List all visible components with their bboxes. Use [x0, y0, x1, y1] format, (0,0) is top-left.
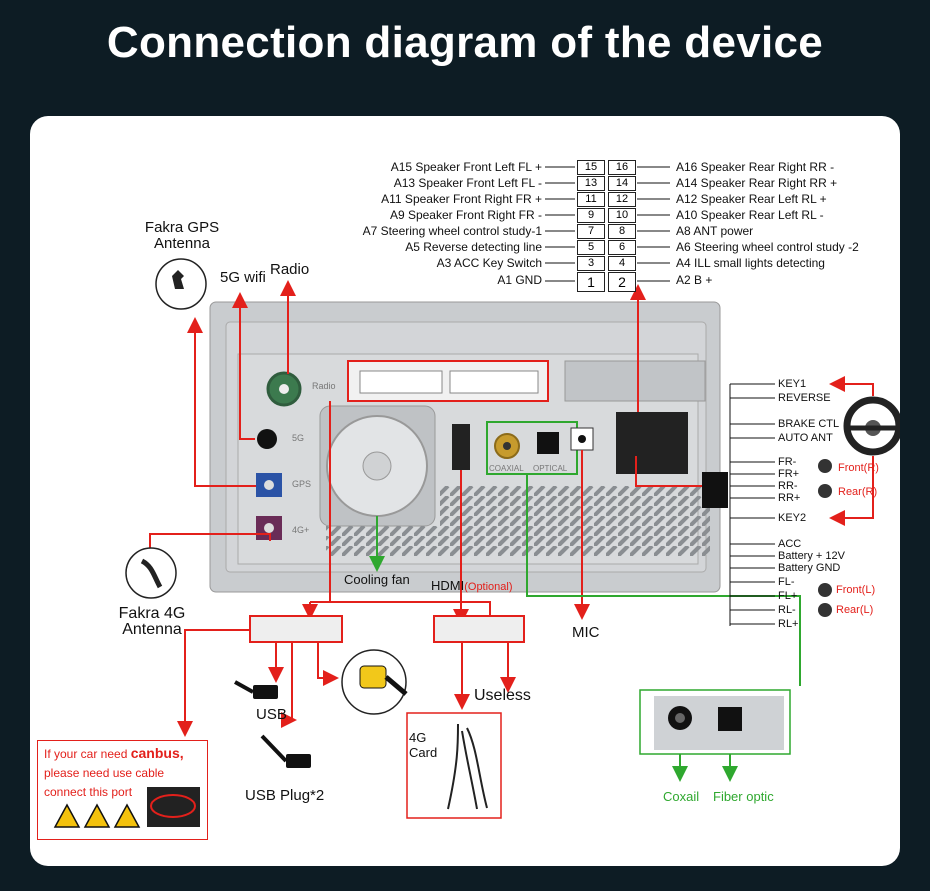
radio-label: Radio — [270, 261, 310, 278]
panel-4g-text: 4G+ — [292, 525, 310, 535]
wire-battery: Battery + 12V — [778, 550, 845, 562]
pin-label-a16: A16 Speaker Rear Right RR - — [676, 160, 835, 174]
wire-rl-minus: RL- — [778, 604, 796, 616]
cooling-fan-label: Cooling fan — [344, 572, 410, 587]
panel-5g-text: 5G — [292, 433, 305, 443]
fakra-4g-label: Fakra 4G Antenna — [118, 605, 186, 638]
hdmi-text: HDMI — [431, 578, 465, 593]
wire-battery-gnd: Battery GND — [778, 562, 841, 574]
pin-5: 5 — [577, 240, 605, 255]
wire-key1: KEY1 — [778, 378, 807, 390]
fakra-gps-label: Fakra GPS Antenna — [144, 219, 220, 252]
pin-label-a13: A13 Speaker Front Left FL - — [393, 176, 542, 190]
panel-radio-text: Radio — [312, 381, 336, 391]
fiber-optic-label: Fiber optic — [713, 789, 774, 804]
pin-10: 10 — [608, 208, 636, 223]
pin-label-a14: A14 Speaker Rear Right RR + — [676, 176, 838, 190]
note-line1-b: canbus, — [130, 745, 184, 761]
pin-label-a1: A1 GND — [497, 273, 542, 287]
wire-rl-plus: RL+ — [778, 618, 799, 630]
usb-label: USB — [256, 706, 287, 723]
note-line1-a: If your car need — [44, 747, 131, 761]
pin-label-a5: A5 Reverse detecting line — [405, 240, 542, 254]
wire-brake: BRAKE CTL — [778, 418, 840, 430]
diagram-drawing — [53, 166, 900, 828]
pin-label-a11: A11 Speaker Front Right FR + — [381, 192, 542, 206]
wifi-5g-label: 5G wifi — [220, 269, 266, 286]
usb-plug-label: USB Plug*2 — [245, 787, 325, 804]
wire-acc: ACC — [778, 538, 802, 550]
pin-label-a12: A12 Speaker Rear Left RL + — [676, 192, 827, 206]
useless-label: Useless — [474, 687, 531, 704]
wire-auto-ant: AUTO ANT — [778, 432, 833, 444]
device-chassis — [209, 301, 728, 593]
canbus-note: If your car need canbus, please need use… — [37, 740, 208, 840]
pin-label-a2: A2 B + — [676, 273, 713, 287]
pin-14: 14 — [608, 176, 636, 191]
wire-fr-minus: FR- — [778, 456, 797, 468]
pin-label-a15: A15 Speaker Front Left FL + — [390, 160, 542, 174]
wire-fl-minus: FL- — [778, 576, 795, 588]
panel-gps-text: GPS — [292, 479, 312, 489]
pin-8: 8 — [608, 224, 636, 239]
pin-2: 2 — [608, 272, 636, 292]
panel-optical-text: OPTICAL — [533, 464, 568, 473]
pin-16: 16 — [608, 160, 636, 175]
wire-key2: KEY2 — [778, 512, 807, 524]
pin-label-a6: A6 Steering wheel control study -2 — [676, 240, 859, 254]
diagram-card: 15 13 11 9 7 5 3 1 16 14 12 10 8 6 4 2 A… — [30, 116, 900, 866]
pin-13: 13 — [577, 176, 605, 191]
pin-3: 3 — [577, 256, 605, 271]
wire-fr-plus: FR+ — [778, 468, 800, 480]
pin-1: 1 — [577, 272, 605, 292]
wire-rr-plus: RR+ — [778, 492, 801, 504]
pin-label-a4: A4 ILL small lights detecting — [676, 256, 825, 270]
pin-15: 15 — [577, 160, 605, 175]
speaker-front-r-label: Front(R) — [838, 462, 879, 474]
pin-6: 6 — [608, 240, 636, 255]
pin-label-a8: A8 ANT power — [676, 224, 754, 238]
wire-fl-plus: FL+ — [778, 590, 798, 602]
pin-4: 4 — [608, 256, 636, 271]
wire-rr-minus: RR- — [778, 480, 798, 492]
hdmi-optional-text: (Optional) — [464, 581, 513, 593]
pin-label-a7: A7 Steering wheel control study-1 — [362, 224, 542, 238]
pin-label-a9: A9 Speaker Front Right FR - — [389, 208, 542, 222]
mic-label: MIC — [572, 624, 600, 641]
pin-7: 7 — [577, 224, 605, 239]
wire-reverse: REVERSE — [778, 392, 831, 404]
pin-11: 11 — [577, 192, 605, 207]
note-line1: If your car need canbus, — [44, 745, 207, 761]
speaker-rear-r-label: Rear(R) — [838, 486, 878, 498]
pin-label-a10: A10 Speaker Rear Left RL - — [676, 208, 824, 222]
hdmi-label: HDMI(Optional) — [431, 579, 513, 594]
steering-wheel-drawing — [843, 396, 900, 456]
speaker-front-l-label: Front(L) — [836, 584, 876, 596]
note-line3: connect this port — [44, 785, 133, 799]
card-4g-label: 4G Card — [409, 730, 438, 760]
pin-9: 9 — [577, 208, 605, 223]
panel-coaxial-text: COAXIAL — [489, 464, 524, 473]
page-title: Connection diagram of the device — [106, 18, 824, 67]
speaker-rear-l-label: Rear(L) — [836, 604, 874, 616]
pin-label-a3: A3 ACC Key Switch — [436, 256, 542, 270]
coaxail-label: Coxail — [663, 789, 700, 804]
note-line2: please need use cable — [44, 766, 165, 780]
pin-12: 12 — [608, 192, 636, 207]
